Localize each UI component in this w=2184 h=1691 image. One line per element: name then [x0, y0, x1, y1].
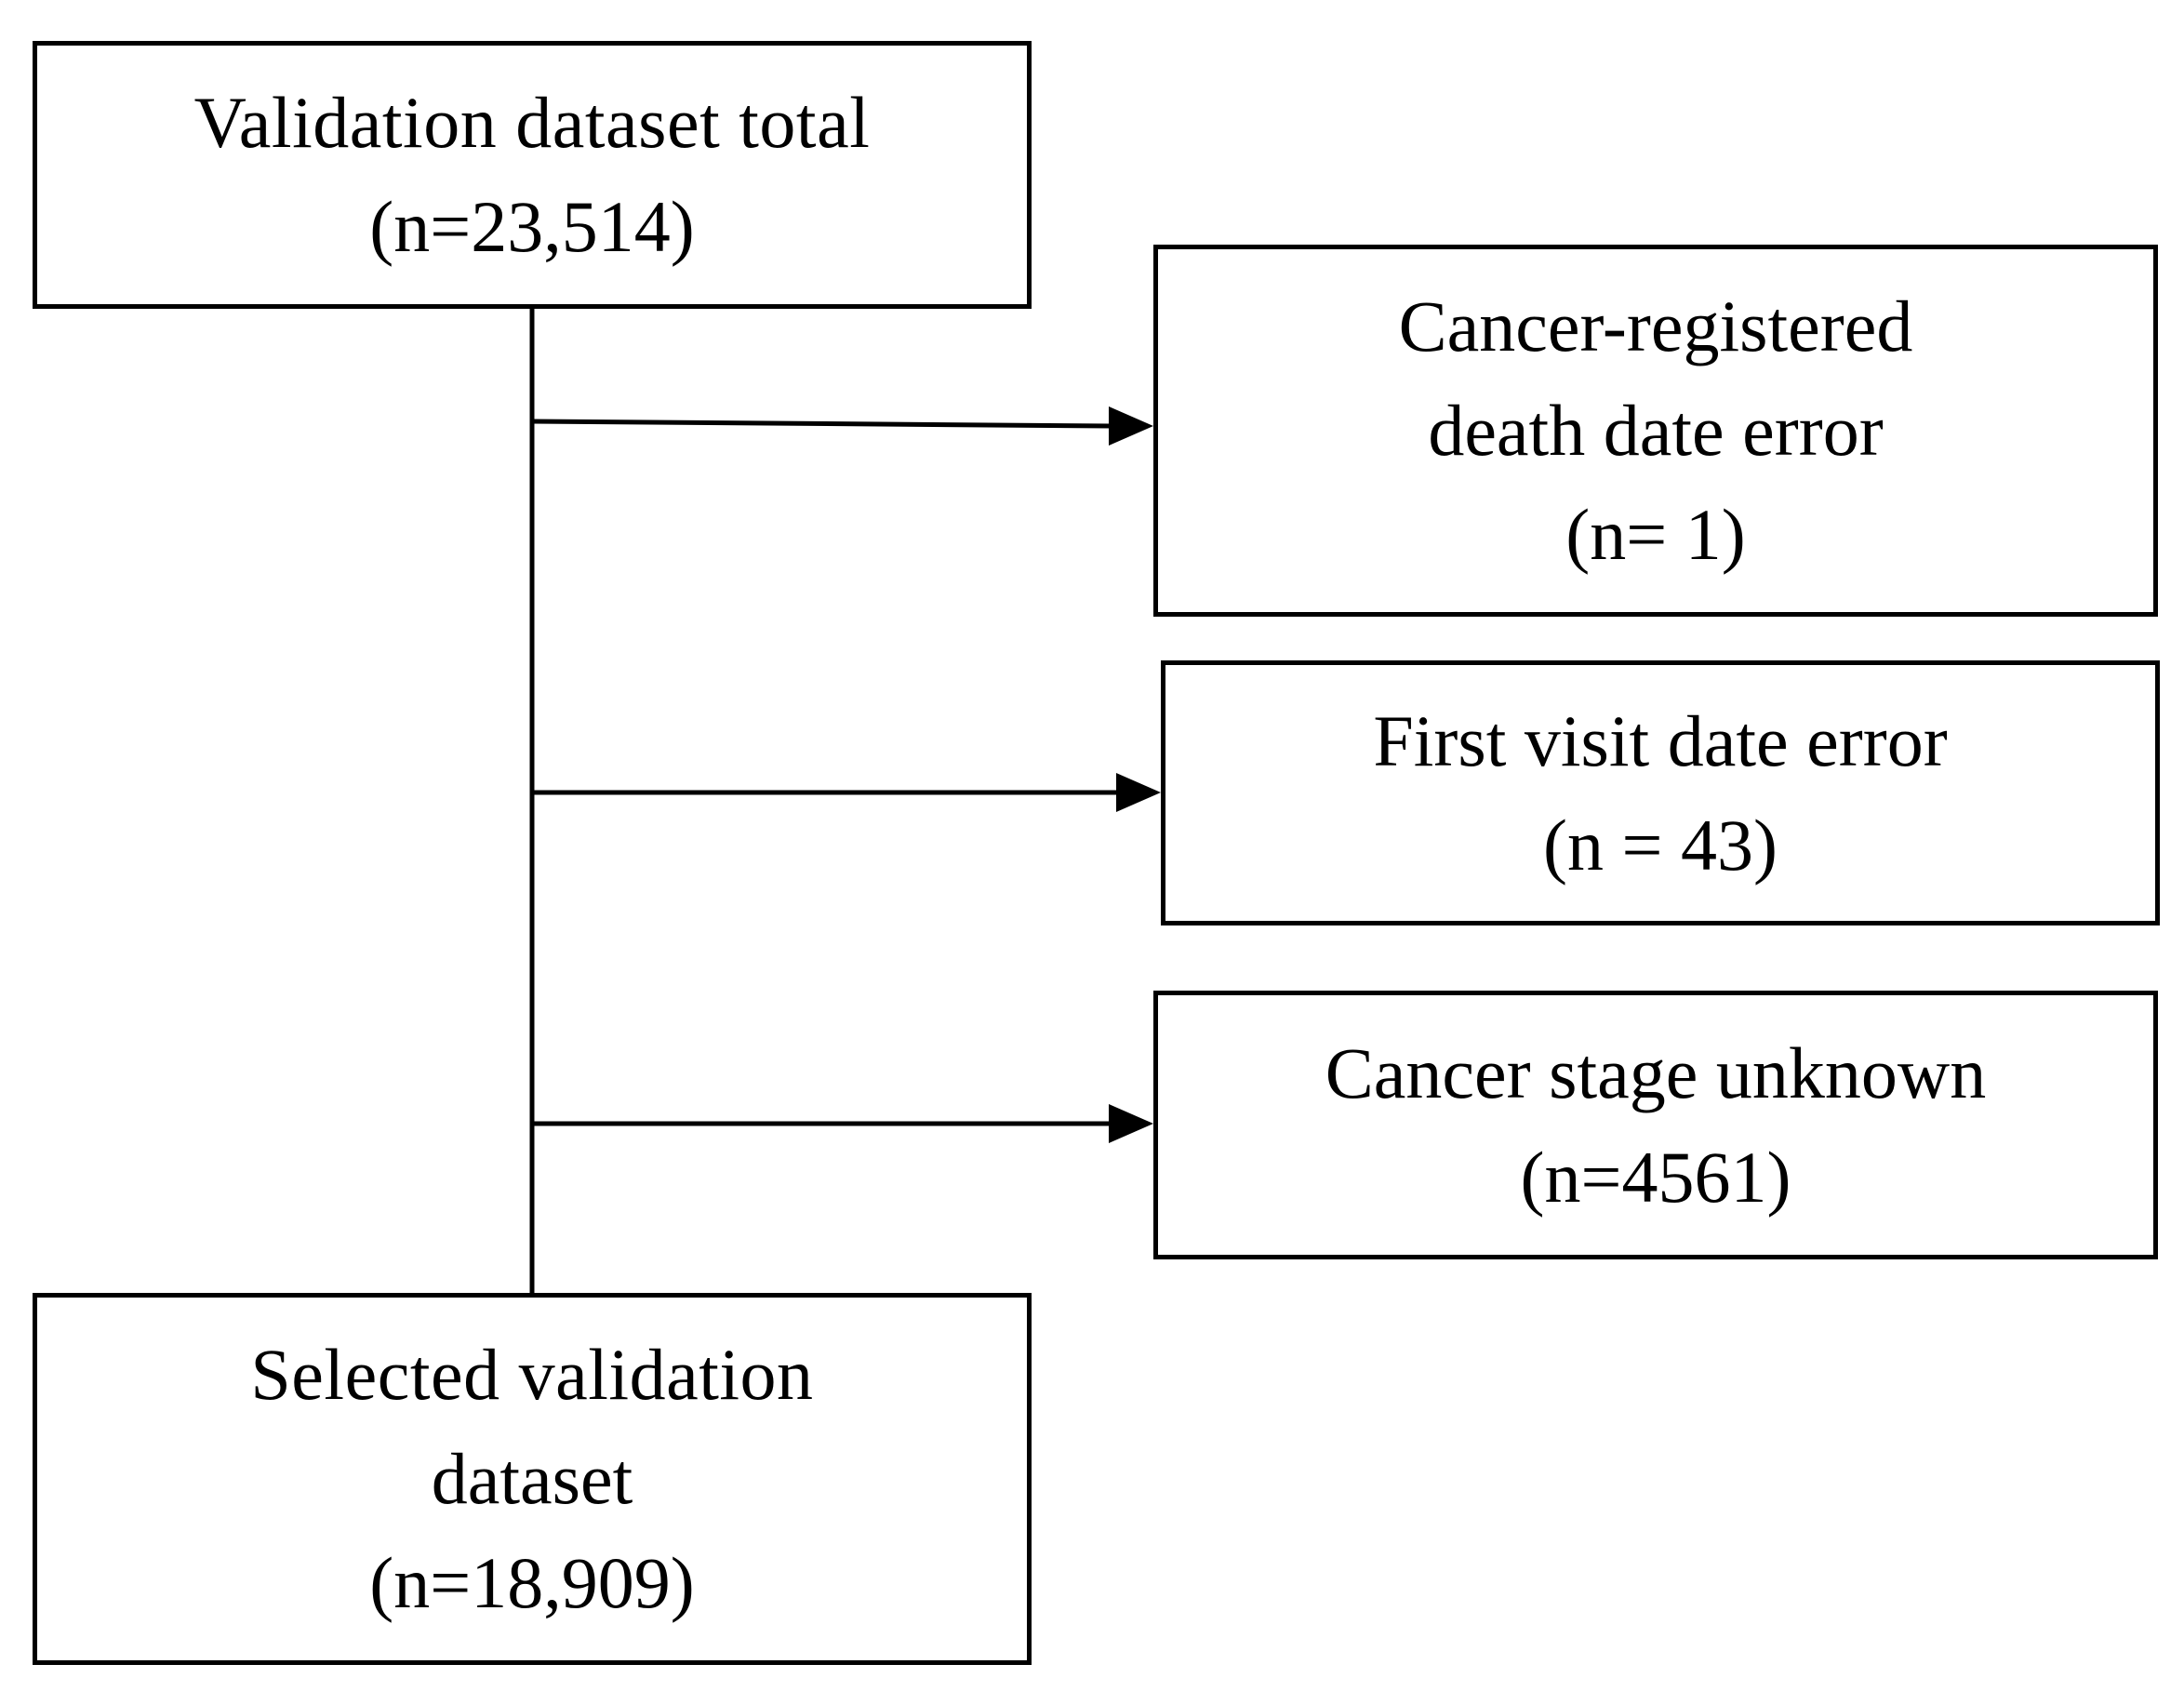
arrow-shaft-death-date-error [531, 419, 1112, 429]
death-date-error-label-line-1: Cancer-registered [1398, 286, 1913, 366]
total-box-label: Validation dataset total [193, 82, 871, 163]
arrowhead-stage-unknown [1109, 1104, 1153, 1143]
first-visit-error-count: (n = 43) [1543, 804, 1778, 885]
stage-unknown-label: Cancer stage unknown [1325, 1032, 1987, 1113]
total-box-count: (n=23,514) [369, 186, 695, 267]
validation-dataset-total-box: Validation dataset total (n=23,514) [33, 41, 1032, 309]
selected-validation-dataset-box: Selected validation dataset (n=18,909) [33, 1293, 1032, 1665]
arrowhead-death-date-error [1109, 406, 1153, 446]
selected-label-line-1: Selected validation [250, 1334, 814, 1415]
death-date-error-label-line-2: death date error [1428, 390, 1884, 471]
cancer-stage-unknown-box: Cancer stage unknown (n=4561) [1153, 991, 2158, 1259]
selected-count: (n=18,909) [369, 1542, 695, 1623]
selected-label-line-2: dataset [431, 1438, 633, 1519]
stage-unknown-count: (n=4561) [1520, 1136, 1791, 1218]
death-date-error-count: (n= 1) [1565, 494, 1746, 575]
arrowhead-first-visit-error [1116, 773, 1161, 812]
death-date-error-box: Cancer-registered death date error (n= 1… [1153, 245, 2158, 617]
first-visit-error-label: First visit date error [1373, 699, 1948, 781]
first-visit-date-error-box: First visit date error (n = 43) [1161, 660, 2160, 925]
